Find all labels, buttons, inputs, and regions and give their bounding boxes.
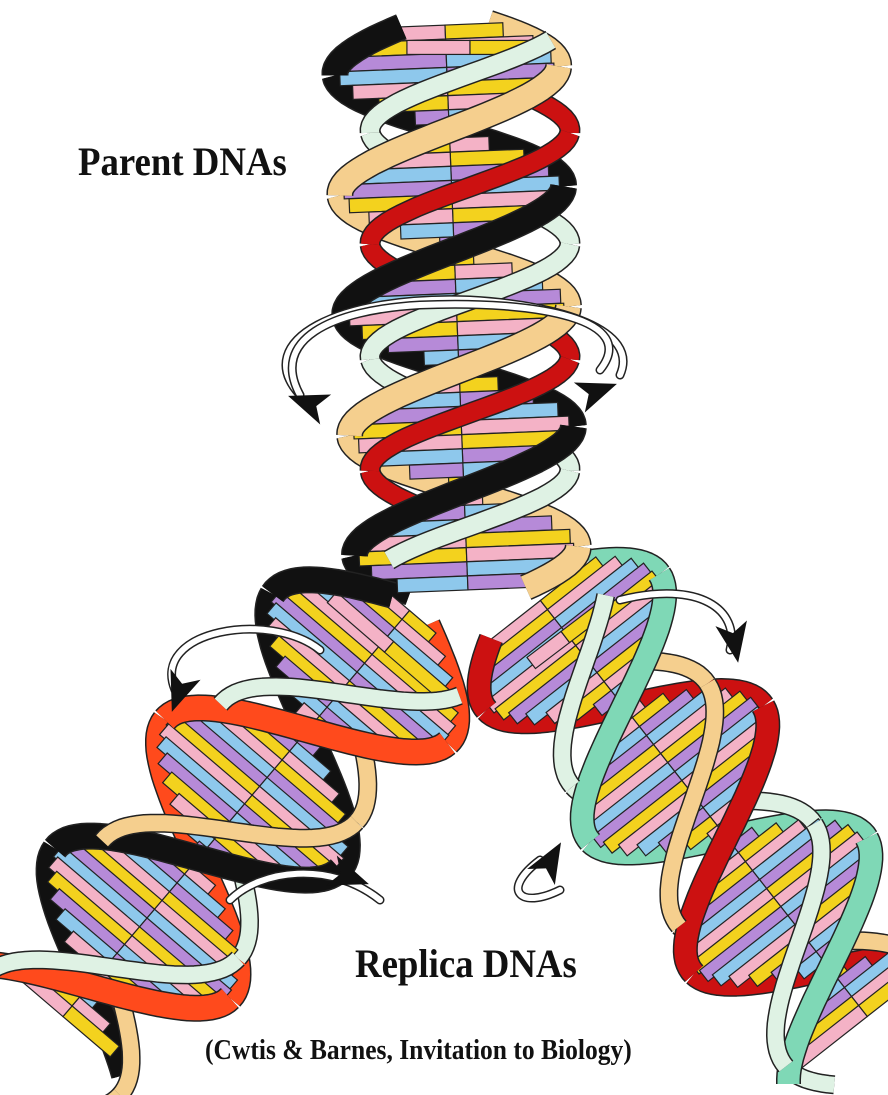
replica-dnas-label: Replica DNAs xyxy=(355,940,577,987)
parent-arrow-right-head xyxy=(574,369,623,413)
citation-label: (Cwtis & Barnes, Invitation to Biology) xyxy=(205,1034,632,1067)
parent-helix-base xyxy=(397,576,468,593)
right-replica-helix-strand-a xyxy=(479,638,491,710)
parent-dnas-label: Parent DNAs xyxy=(78,138,287,185)
right-arrow-lower xyxy=(518,834,575,898)
parent-helix-inner-base xyxy=(407,40,470,54)
left-replica-helix-strand-a xyxy=(273,580,393,595)
parent-helix-base xyxy=(400,223,453,239)
parent-helix-base xyxy=(409,463,463,479)
